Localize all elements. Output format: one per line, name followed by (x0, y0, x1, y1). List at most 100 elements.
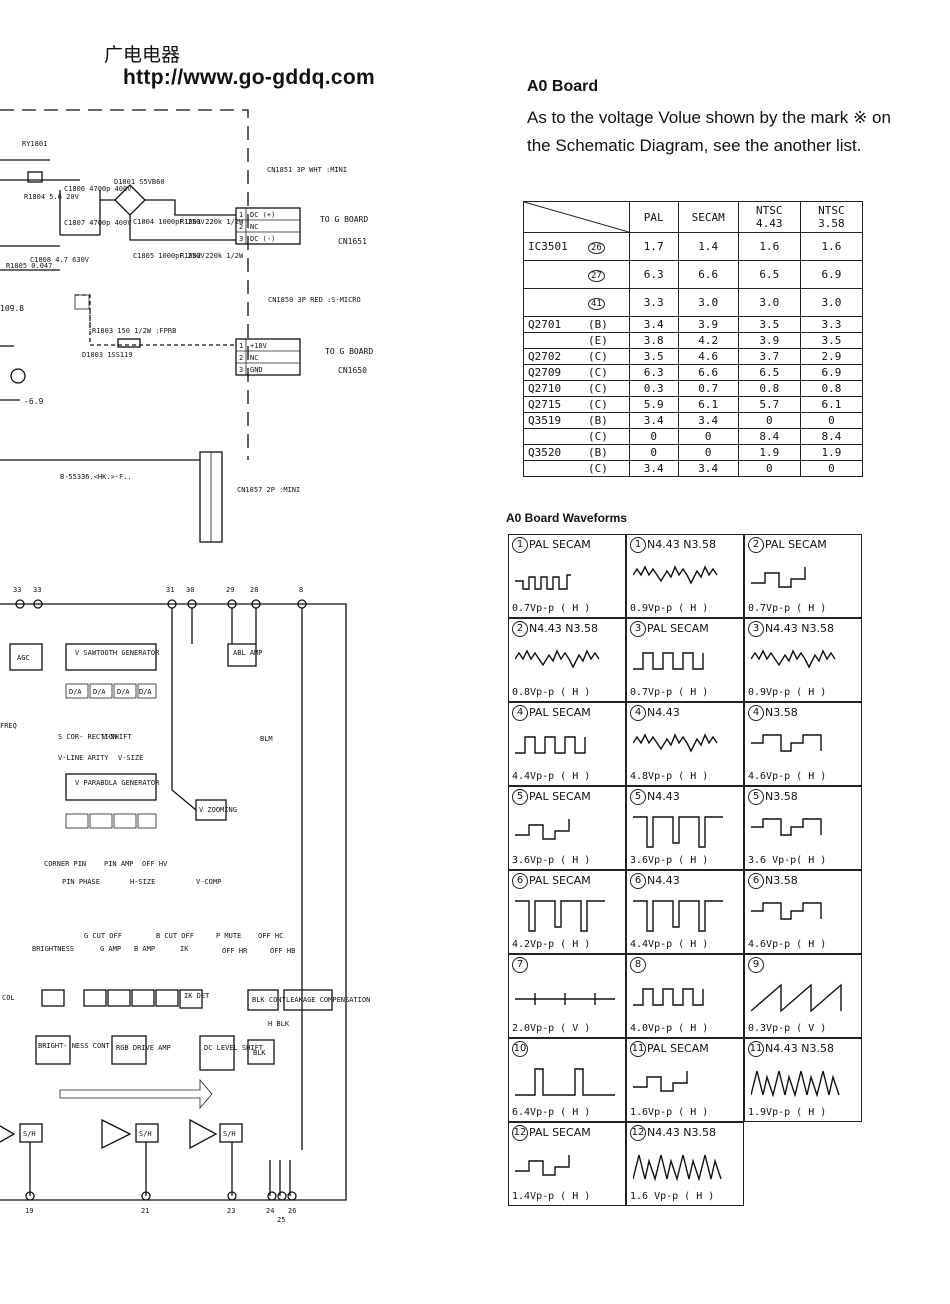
waveform-path (751, 818, 822, 836)
ic-pin-top-b: 33 (33, 586, 41, 594)
waveform-signal-name: PAL SECAM (647, 622, 709, 635)
label-v-shift: V-SHIFT (102, 733, 132, 741)
waveform-amplitude: 6.4Vp-p ( H ) (512, 1107, 591, 1118)
part-c1804: C1804 1000pF 250V (133, 218, 205, 226)
voltage-value: 6.3 (628, 260, 679, 289)
website-url[interactable]: http://www.go-gddq.com (123, 66, 375, 89)
waveform-path (751, 983, 842, 1013)
label-pin-amp: PIN AMP (104, 860, 134, 868)
ic-block-diagram: 33 33 31 30 29 28 8 AGC V SAWTOOTH GENER… (0, 586, 370, 1224)
ao-board-note: As to the voltage Volue shown by the mar… (527, 108, 891, 155)
waveform-trace (515, 649, 600, 669)
block-blk-cont: BLK CONT (252, 996, 287, 1004)
waveform-amplitude: 0.8Vp-p ( H ) (512, 687, 591, 698)
label-blm: BLM (260, 735, 273, 743)
waveform-signal-name: N4.43 N3.58 (529, 622, 598, 635)
block-abl-amp: ABL AMP (233, 649, 263, 657)
waveform-amplitude: 3.6 Vp-p( H ) (748, 855, 827, 866)
block-sh-1: S/H (23, 1130, 36, 1138)
waveform-number: 10 (512, 1041, 528, 1057)
voltage-value: 3.5 (799, 332, 864, 349)
waveform-trace (515, 900, 605, 932)
waveform-label: 7 (512, 957, 529, 973)
waveform-amplitude: 0.7Vp-p ( H ) (748, 603, 827, 614)
cn1851-pin-name-2: NC (250, 223, 258, 231)
voltage-value: 8.4 (737, 428, 801, 445)
block-ik-det: IK DET (184, 992, 210, 1000)
waveform-trace (633, 900, 723, 932)
cn1851-pin-3: 3 (239, 235, 243, 243)
block-sh-2: S/H (139, 1130, 152, 1138)
label-off-hc: OFF HC (258, 932, 283, 940)
label-freq: FREQ (0, 722, 17, 730)
waveform-amplitude: 3.6Vp-p ( H ) (512, 855, 591, 866)
da-4: D/A (139, 688, 152, 696)
waveform-amplitude: 4.4Vp-p ( H ) (512, 771, 591, 782)
voltage-value: 3.4 (628, 316, 679, 333)
waveform-signal-name: N3.58 (765, 706, 798, 719)
waveform-trace (751, 983, 842, 1013)
waveform-label: 9 (748, 957, 765, 973)
waveform-path (751, 902, 822, 920)
waveform-number: 6 (748, 873, 764, 889)
waveform-signal-name: N4.43 N3.58 (765, 1042, 834, 1055)
waveform-cell: 10 6.4Vp-p ( H ) (508, 1038, 626, 1122)
waveform-label: 8 (630, 957, 647, 973)
waveform-trace (751, 649, 836, 669)
waveform-amplitude: 4.6Vp-p ( H ) (748, 771, 827, 782)
waveform-path (633, 733, 718, 753)
pin-name: (C) (588, 430, 608, 443)
voltage-value: 3.4 (677, 460, 739, 477)
col-secam: SECAM (677, 201, 739, 233)
waveform-path (515, 736, 586, 754)
voltage-row-part: Q2715(C) (523, 396, 630, 413)
pin-name: (C) (588, 350, 608, 363)
waveform-number: 8 (630, 957, 646, 973)
voltage-value: 3.8 (628, 332, 679, 349)
waveform-amplitude: 0.7Vp-p ( H ) (630, 687, 709, 698)
cn1850-pin-3: 3 (239, 366, 243, 374)
waveform-trace (515, 574, 571, 590)
voltage-value: 3.7 (737, 348, 801, 365)
waveform-amplitude: 3.6Vp-p ( H ) (630, 855, 709, 866)
waveform-signal-name: PAL SECAM (529, 1126, 591, 1139)
ic-pin-bottom-e: 25 (277, 1216, 285, 1224)
waveform-amplitude: 0.9Vp-p ( H ) (748, 687, 827, 698)
cn1851-pin-2: 2 (239, 223, 243, 231)
voltage-value: 0 (677, 444, 739, 461)
pin-name: 26 (588, 242, 605, 254)
voltage-row-part: 41 (523, 288, 630, 317)
part-ry1801: RY1801 (22, 140, 47, 148)
waveform-path (515, 649, 600, 669)
waveform-path (633, 900, 723, 932)
cn1850-pin-name-2: NC (250, 354, 258, 362)
pin-name: (B) (588, 414, 608, 427)
waveform-signal-name: PAL SECAM (529, 706, 591, 719)
power-supply-section: RY1801 C1806 4700p 400V C1807 4700p 400V… (0, 109, 373, 543)
waveform-number: 4 (512, 705, 528, 721)
pin-name: (C) (588, 462, 608, 475)
voltage-value: 6.9 (799, 260, 864, 289)
col-pal: PAL (628, 201, 679, 233)
waveform-amplitude: 1.9Vp-p ( H ) (748, 1107, 827, 1118)
da-1: D/A (69, 688, 82, 696)
waveform-path (751, 567, 806, 588)
